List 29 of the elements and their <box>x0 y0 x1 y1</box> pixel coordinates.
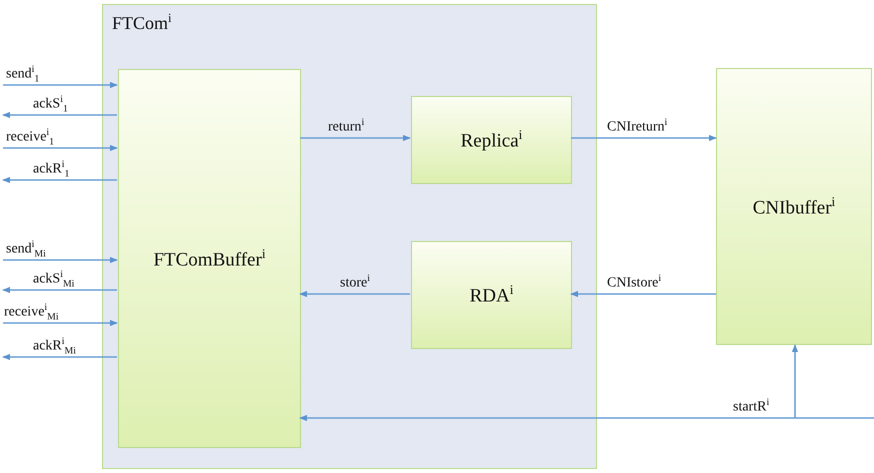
edge-label: store$^{i}$ <box>340 274 370 292</box>
container-box <box>102 4 597 469</box>
edge-label: CNIreturn$^{i}$ <box>607 118 668 136</box>
process-box <box>716 68 872 345</box>
arrow <box>3 82 118 88</box>
arrow <box>2 176 117 184</box>
arrow <box>299 414 874 422</box>
arrow <box>792 344 798 418</box>
container-title: FTCom$^{i}$ <box>112 11 172 34</box>
box-label: CNIbuffer$^{i}$ <box>752 194 836 220</box>
arrow <box>570 290 716 298</box>
box-label: FTComBuffer$^{i}$ <box>153 246 266 272</box>
arrow <box>3 144 118 152</box>
arrow <box>3 256 118 264</box>
arrow <box>2 354 117 360</box>
process-box <box>411 96 572 184</box>
edge-label: return$^{i}$ <box>328 118 364 136</box>
arrow <box>571 134 717 142</box>
arrow <box>300 134 411 142</box>
box-label: RDA$^{i}$ <box>470 282 514 308</box>
arrow <box>3 320 118 326</box>
arrow <box>2 286 117 294</box>
arrow <box>299 290 410 298</box>
edge-label: startR$^{i}$ <box>733 398 770 416</box>
process-box <box>118 69 301 448</box>
edge-label: CNIstore$^{i}$ <box>607 274 662 292</box>
process-box <box>411 241 572 349</box>
box-label: Replica$^{i}$ <box>460 127 522 153</box>
arrow <box>2 112 117 118</box>
